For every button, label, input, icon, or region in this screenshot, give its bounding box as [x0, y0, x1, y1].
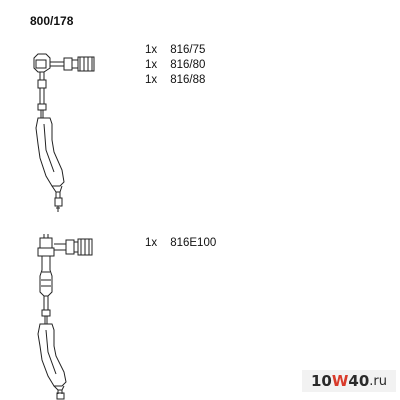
- upper-ignition-lead: [33, 53, 95, 212]
- coil-boot: [37, 234, 93, 257]
- lead-cable: [37, 88, 47, 118]
- watermark-part: 10: [310, 372, 332, 390]
- part-number: 816E100: [170, 237, 217, 249]
- parts-list-upper: 1x 816/75 1x 816/80 1x 816/88: [145, 43, 205, 88]
- coil-boot: [33, 53, 95, 89]
- parts-list-lower: 1x 816E100: [145, 236, 216, 251]
- part-number: 816/75: [170, 44, 206, 56]
- part-row: 1x 816E100: [145, 236, 216, 251]
- spark-plug-boot: [35, 117, 65, 212]
- part-row: 1x 816/88: [145, 73, 205, 88]
- kit-number: 800/178: [30, 14, 74, 28]
- part-quantity: 1x: [145, 59, 158, 71]
- part-number: 816/88: [170, 74, 206, 86]
- watermark-part: .ru: [369, 373, 387, 389]
- part-quantity: 1x: [145, 74, 158, 86]
- part-quantity: 1x: [145, 237, 158, 249]
- part-row: 1x 816/80: [145, 58, 205, 73]
- part-row: 1x 816/75: [145, 43, 205, 58]
- lower-ignition-lead: [37, 234, 93, 400]
- watermark-part: 40: [348, 372, 370, 390]
- lead-cable: [39, 256, 53, 324]
- watermark-part: W: [331, 372, 349, 390]
- part-quantity: 1x: [145, 44, 158, 56]
- part-number: 816/80: [170, 59, 206, 71]
- spark-plug-boot: [37, 323, 67, 400]
